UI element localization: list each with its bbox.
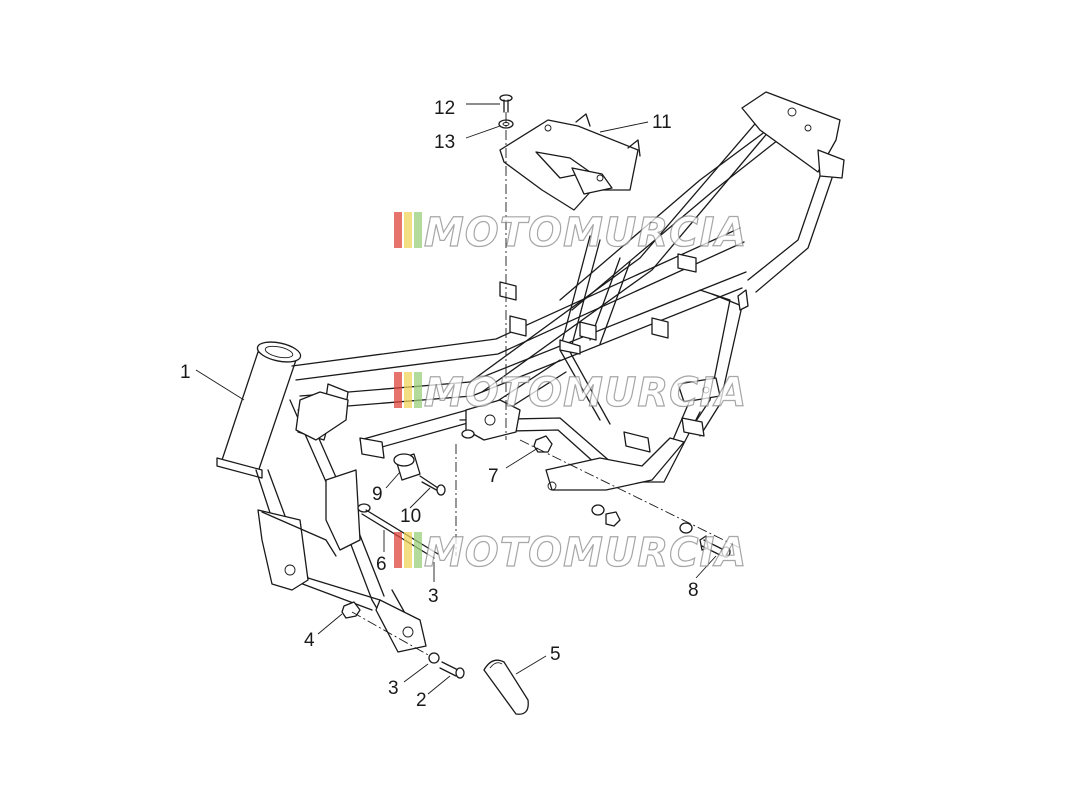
callout-2: 2 — [416, 690, 427, 711]
nut-7 — [533, 435, 553, 453]
callout-6: 6 — [376, 554, 387, 575]
steering-head-tube — [216, 341, 302, 479]
watermark-top: MOTOMURCIA — [394, 209, 747, 257]
callout-13: 13 — [434, 132, 455, 153]
bolt-2 — [439, 661, 465, 679]
callout-3: 3 — [388, 678, 399, 699]
watermark-text: MOTOMURCIA — [424, 370, 747, 416]
leader-lines — [195, 103, 717, 695]
callout-7: 7 — [488, 466, 499, 487]
callout-12: 12 — [434, 98, 455, 119]
seat-bracket-plate — [499, 113, 641, 211]
bolt-8 — [679, 522, 731, 558]
rubber-bushing-9 — [393, 453, 421, 481]
callout-9: 9 — [372, 484, 383, 505]
callout-4: 4 — [304, 630, 315, 651]
washer-3 — [428, 652, 440, 664]
callout-5: 5 — [550, 644, 561, 665]
protective-cover-5 — [483, 659, 529, 715]
callout-labels: 1 2 3 3 4 5 6 7 8 9 10 11 12 13 — [180, 98, 699, 711]
callout-3: 3 — [428, 586, 439, 607]
watermark-text: MOTOMURCIA — [424, 530, 747, 576]
screw-12 — [499, 94, 513, 113]
watermark-middle: MOTOMURCIA — [394, 369, 747, 417]
nuts-pair — [591, 504, 621, 527]
assembly-lines — [351, 112, 741, 657]
main-frame — [216, 91, 845, 653]
tail-bracket — [741, 91, 845, 293]
callout-10: 10 — [400, 506, 421, 527]
watermark-text: MOTOMURCIA — [424, 210, 747, 256]
callout-8: 8 — [688, 580, 699, 601]
callout-1: 1 — [180, 362, 191, 383]
engine-mount-bracket — [461, 399, 521, 441]
watermark-bottom: MOTOMURCIA — [394, 529, 747, 577]
bolt-10 — [419, 475, 446, 496]
callout-11: 11 — [652, 112, 672, 133]
